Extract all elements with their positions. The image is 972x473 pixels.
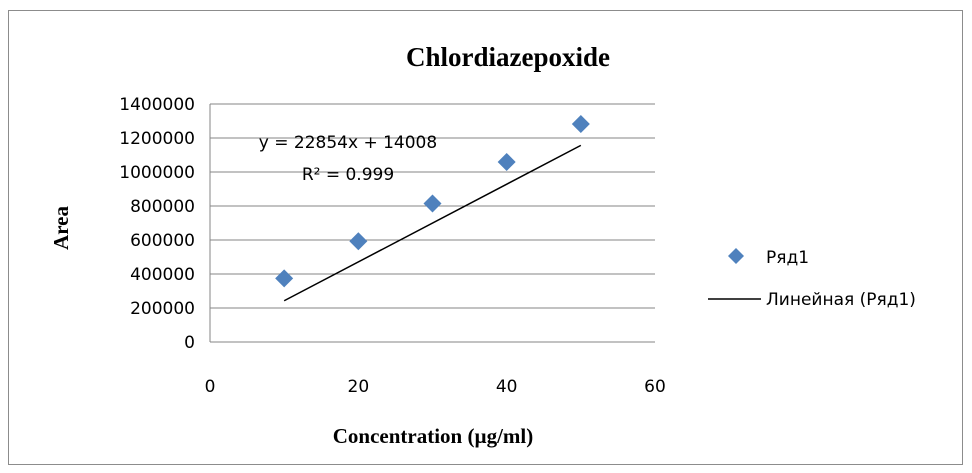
data-point	[497, 152, 516, 171]
x-tick-labels: 0 20 40 60	[205, 377, 666, 397]
y-tick-label: 800000	[130, 197, 195, 217]
trendline-equation: y = 22854x + 14008	[259, 133, 437, 153]
trendline	[283, 144, 582, 302]
y-tick-label: 600000	[130, 231, 195, 251]
legend-marker-diamond	[728, 248, 744, 264]
y-tick-label: 400000	[130, 265, 195, 285]
data-points	[275, 115, 590, 288]
x-tick-label: 20	[348, 377, 370, 397]
data-point	[275, 269, 294, 288]
chart-title: Chlordiazepoxide	[406, 42, 610, 72]
legend: Ряд1 Линейная (Ряд1)	[708, 248, 916, 310]
y-tick-label: 200000	[130, 299, 195, 319]
x-tick-label: 0	[205, 377, 216, 397]
y-tick-label: 0	[184, 333, 195, 353]
x-tick-label: 60	[644, 377, 666, 397]
grid-lines	[209, 103, 655, 343]
y-tick-label: 1000000	[119, 163, 195, 183]
chart-frame	[8, 10, 963, 465]
y-axis-title: Area	[49, 206, 73, 250]
legend-label-series: Ряд1	[766, 248, 809, 268]
legend-label-trendline: Линейная (Ряд1)	[766, 290, 916, 310]
data-point	[571, 115, 590, 134]
y-tick-label: 1400000	[119, 95, 195, 115]
data-point	[349, 232, 368, 251]
y-tick-labels: 0 200000 400000 600000 800000 1000000 1200000 1…	[119, 95, 195, 353]
x-tick-label: 40	[496, 377, 518, 397]
y-tick-label: 1200000	[119, 129, 195, 149]
data-point	[423, 194, 442, 213]
trendline-r-squared: R² = 0.999	[302, 165, 394, 185]
x-axis-title: Concentration (µg/ml)	[333, 424, 533, 448]
